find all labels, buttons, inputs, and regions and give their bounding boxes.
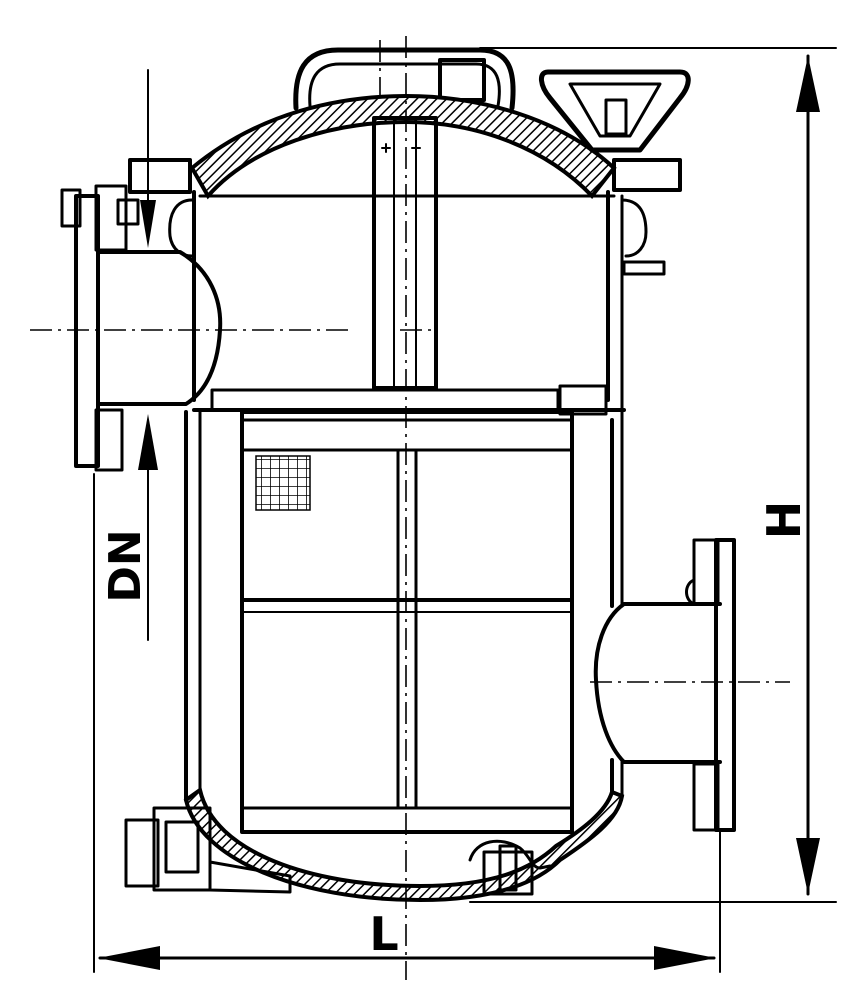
domed-cover xyxy=(189,93,617,200)
bottom-dish xyxy=(183,786,625,903)
drain-plug-bottom xyxy=(482,844,534,896)
dn-label: DN xyxy=(100,529,151,602)
filter-basket xyxy=(240,410,574,834)
dimension-l: L xyxy=(93,473,721,973)
inlet-nozzle xyxy=(60,184,223,472)
basket-seat-ring xyxy=(210,388,560,412)
cover-flange-left xyxy=(128,158,192,194)
arrow-left-icon xyxy=(98,946,160,970)
length-label: L xyxy=(369,907,398,961)
arrow-down-icon xyxy=(140,200,156,248)
arrow-up-icon xyxy=(138,414,158,470)
lifting-handle xyxy=(293,47,516,111)
outlet-flange xyxy=(714,538,736,832)
centre-lines xyxy=(30,36,790,980)
centre-guide-tube xyxy=(372,116,438,390)
arrow-right-icon xyxy=(654,946,716,970)
arrow-down-icon xyxy=(796,838,820,894)
dimension-dn: DN xyxy=(100,69,158,641)
dimension-h: H xyxy=(469,47,837,903)
top-vent-plug xyxy=(438,58,486,102)
height-label: H xyxy=(757,501,811,540)
outlet-nozzle xyxy=(593,538,736,832)
drain-plug-left xyxy=(124,806,292,894)
cover-assembly xyxy=(128,47,691,390)
mesh-detail xyxy=(255,455,311,511)
eyebolt-handle xyxy=(539,69,691,153)
arrow-up-icon xyxy=(796,56,820,112)
cover-flange-right xyxy=(612,158,682,192)
